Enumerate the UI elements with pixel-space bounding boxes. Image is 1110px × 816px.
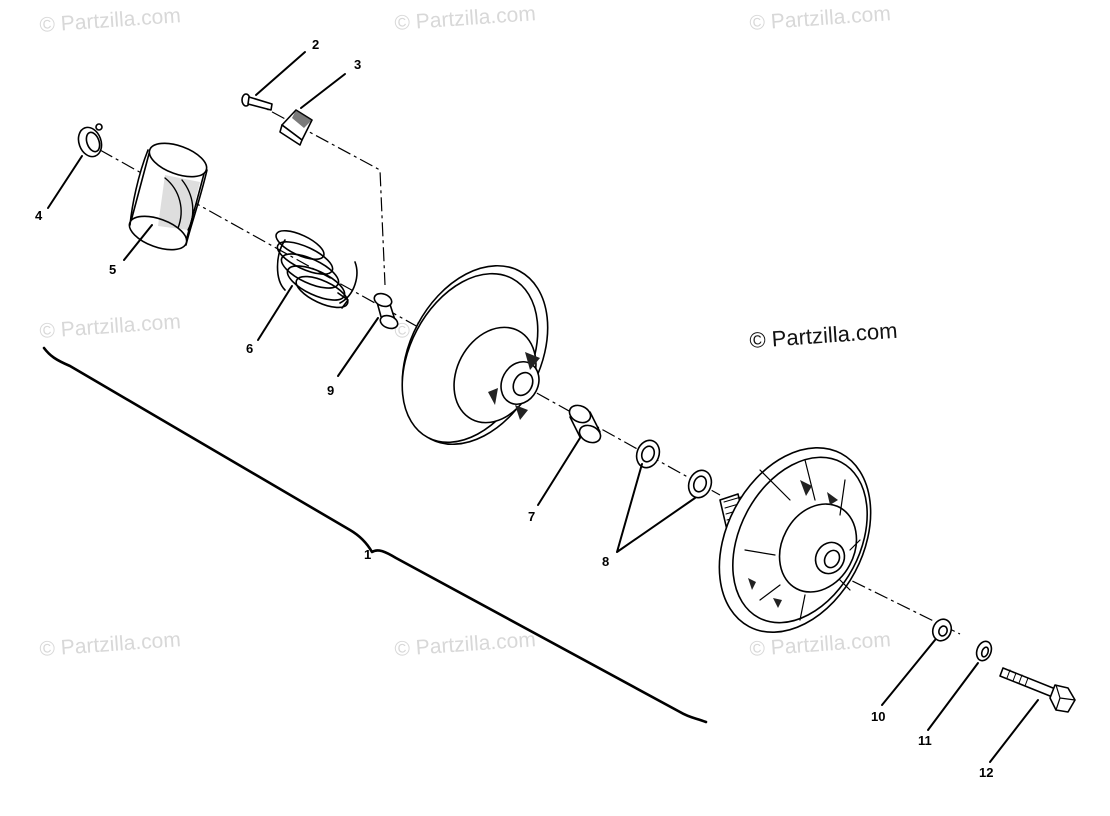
- callout-7: 7: [528, 509, 535, 524]
- watermark: © Partzilla.com: [394, 628, 537, 661]
- part-6-spring: [275, 229, 358, 309]
- part-2-screw: [241, 93, 273, 111]
- callout-8: 8: [602, 554, 609, 569]
- part-5-helix-cam: [128, 142, 208, 251]
- callout-5: 5: [109, 262, 116, 277]
- callout-12: 12: [979, 765, 993, 780]
- leader-11: [927, 662, 979, 731]
- part-9-bushing: [373, 292, 399, 330]
- watermark: © Partzilla.com: [39, 628, 182, 661]
- callout-9: 9: [327, 383, 334, 398]
- part-11-lock-washer: [975, 640, 993, 662]
- part-10-washer: [931, 618, 953, 642]
- part-8-washers: [635, 439, 713, 499]
- callout-6: 6: [246, 341, 253, 356]
- leader-9: [337, 317, 379, 377]
- watermark: © Partzilla.com: [749, 2, 892, 35]
- weight-axis: [249, 99, 386, 286]
- leader-4: [47, 155, 83, 209]
- watermark: © Partzilla.com: [394, 2, 537, 35]
- movable-sheave: [401, 264, 549, 446]
- callout-10: 10: [871, 709, 885, 724]
- callout-4: 4: [35, 208, 43, 223]
- watermark: © Partzilla.com: [39, 4, 182, 37]
- callout-1: 1: [364, 547, 371, 562]
- leader-2: [255, 51, 306, 96]
- part-12-bolt: [999, 667, 1076, 713]
- leader-lines: [47, 51, 1039, 763]
- part-3-weight: [279, 109, 313, 146]
- leader-6: [257, 285, 293, 341]
- leader-5: [123, 224, 153, 261]
- leader-10: [881, 639, 936, 706]
- callout-3: 3: [354, 57, 361, 72]
- leader-7: [537, 437, 581, 506]
- leader-3: [300, 73, 346, 109]
- assembly-bracket: [42, 346, 708, 724]
- copyright-text: © Partzilla.com: [749, 318, 899, 353]
- leader-8: [616, 463, 696, 553]
- callout-2: 2: [312, 37, 319, 52]
- watermark: © Partzilla.com: [39, 310, 182, 343]
- part-7-spacer: [568, 404, 602, 444]
- callout-numbers: 1 2 3 4 5 6 7 8 9 10 11 12: [35, 37, 993, 780]
- fixed-sheave: [718, 446, 872, 634]
- leader-12: [989, 699, 1039, 763]
- part-4-snap-ring: [77, 123, 103, 158]
- callout-11: 11: [918, 733, 932, 748]
- assembly-axis: [99, 149, 721, 496]
- watermark: © Partzilla.com: [749, 628, 892, 661]
